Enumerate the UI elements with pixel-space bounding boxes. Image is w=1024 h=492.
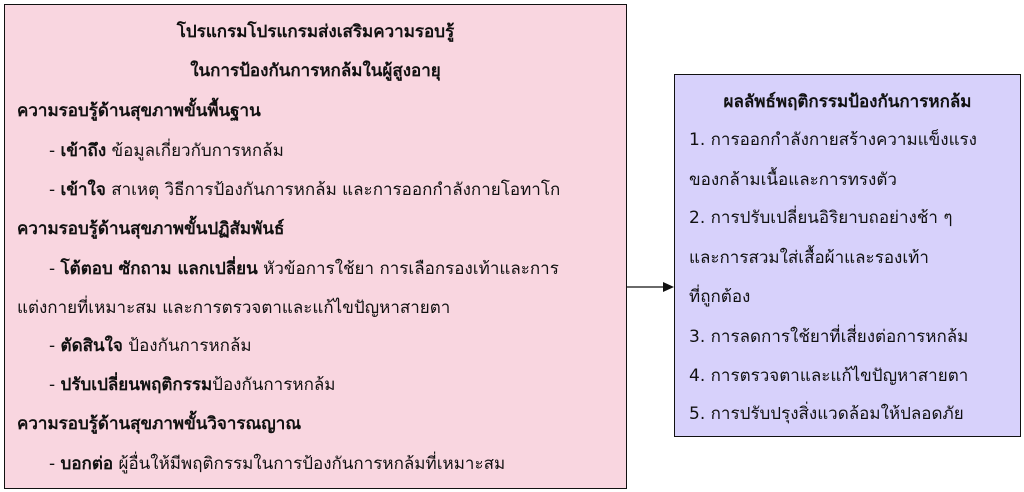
level3-item: - บอกต่อ ผู้อื่นให้มีพฤติกรรมในการป้องกั… bbox=[49, 454, 506, 474]
outcome-title: ผลลัพธ์พฤติกรรมป้องกันการหกล้ม bbox=[723, 92, 972, 112]
level3-heading: ความรอบรู้ด้านสุขภาพขั้นวิจารณญาณ bbox=[17, 414, 302, 434]
level1-item: - เข้าถึง ข้อมูลเกี่ยวกับการหกล้ม bbox=[49, 141, 284, 161]
level2-item: - ตัดสินใจ ป้องกันการหกล้ม bbox=[49, 336, 252, 356]
outcome-line: 1. การออกกำลังกายสร้างความแข็งแรง bbox=[689, 130, 977, 150]
program-title-line1: โปรแกรมโปรแกรมส่งเสริมความรอบรู้ bbox=[176, 22, 455, 42]
level2-item: - ปรับเปลี่ยนพฤติกรรมป้องกันการหกล้ม bbox=[49, 375, 336, 395]
level2-item: - โต้ตอบ ซักถาม แลกเปลี่ยน หัวข้อการใช้ย… bbox=[49, 259, 559, 279]
level2-item-continuation: แต่งกายที่เหมาะสม และการตรวจตาและแก้ไขปั… bbox=[17, 298, 451, 318]
arrow-connector bbox=[627, 282, 674, 292]
level2-heading: ความรอบรู้ด้านสุขภาพขั้นปฏิสัมพันธ์ bbox=[17, 219, 285, 239]
outcome-line: 2. การปรับเปลี่ยนอิริยาบถอย่างช้า ๆ bbox=[689, 208, 953, 228]
outcome-line: 4. การตรวจตาและแก้ไขปัญหาสายตา bbox=[689, 366, 969, 386]
level1-item: - เข้าใจ สาเหตุ วิธีการป้องกันการหกล้ม แ… bbox=[49, 180, 561, 200]
outcome-line: ที่ถูกต้อง bbox=[689, 287, 751, 307]
outcome-box: ผลลัพธ์พฤติกรรมป้องกันการหกล้ม 1. การออก… bbox=[674, 74, 1021, 437]
program-box: โปรแกรมโปรแกรมส่งเสริมความรอบรู้ ในการป้… bbox=[4, 4, 627, 489]
outcome-line: 3. การลดการใช้ยาที่เสี่ยงต่อการหกล้ม bbox=[689, 327, 969, 347]
outcome-line: ของกล้ามเนื้อและการทรงตัว bbox=[689, 170, 897, 190]
program-title-line2: ในการป้องกันการหกล้มในผู้สูงอายุ bbox=[190, 61, 441, 81]
outcome-line: 5. การปรับปรุงสิ่งแวดล้อมให้ปลอดภัย bbox=[689, 404, 964, 424]
outcome-line: และการสวมใส่เสื้อผ้าและรองเท้า bbox=[689, 248, 929, 268]
level1-heading: ความรอบรู้ด้านสุขภาพขั้นพื้นฐาน bbox=[17, 101, 261, 121]
